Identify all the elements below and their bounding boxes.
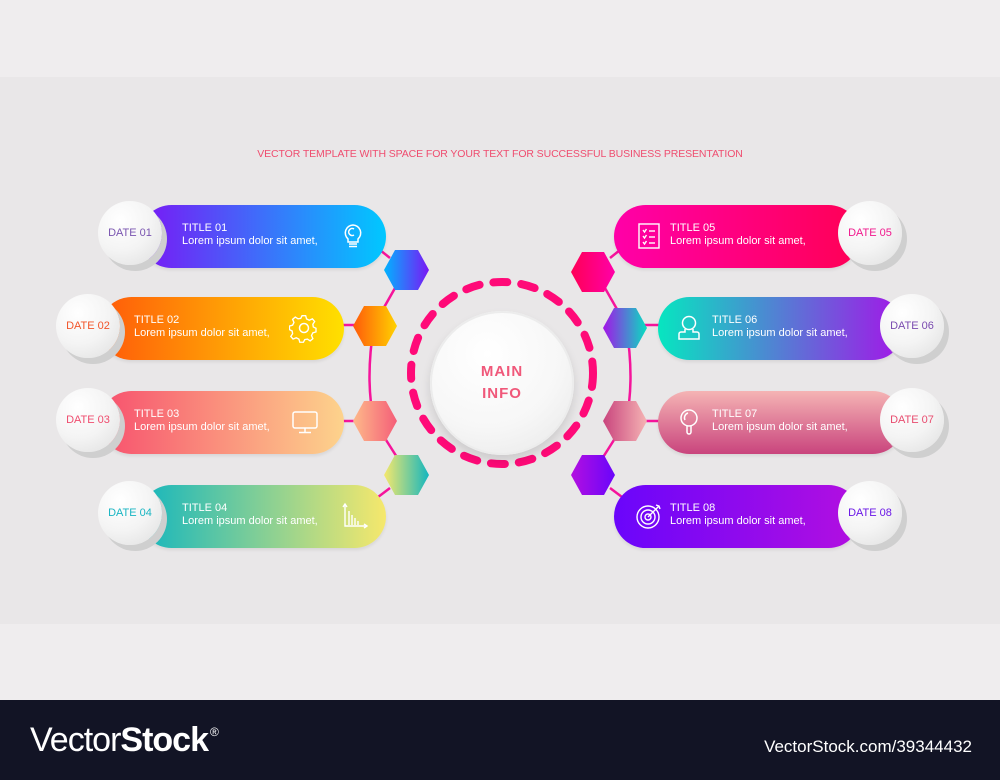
date-label: DATE 06 <box>890 320 934 332</box>
date-label: DATE 05 <box>848 227 892 239</box>
item-card-01: TITLE 01 Lorem ipsum dolor sit amet, <box>140 205 386 268</box>
gear-icon <box>289 315 317 343</box>
item-title: TITLE 05 <box>670 222 716 234</box>
item-card-06: TITLE 06 Lorem ipsum dolor sit amet, <box>658 297 904 360</box>
hexagon-03 <box>353 401 397 441</box>
lightbulb-icon <box>344 224 362 248</box>
stock-id: VectorStock.com/39344432 <box>764 737 972 756</box>
item-desc: Lorem ipsum dolor sit amet, <box>712 421 848 433</box>
target-icon <box>636 504 661 529</box>
date-badge-06: DATE 06 <box>880 294 944 358</box>
brand-bold: Stock <box>120 721 209 759</box>
item-card-07: TITLE 07 Lorem ipsum dolor sit amet, <box>658 391 904 454</box>
item-card-02: TITLE 02 Lorem ipsum dolor sit amet, <box>100 297 344 360</box>
date-label: DATE 01 <box>108 227 152 239</box>
date-label: DATE 02 <box>66 320 110 332</box>
date-badge-04: DATE 04 <box>98 481 162 545</box>
date-badge-07: DATE 07 <box>880 388 944 452</box>
hexagon-02 <box>353 306 397 346</box>
hexagon-05 <box>571 252 615 292</box>
subtitle: VECTOR TEMPLATE WITH SPACE FOR YOUR TEXT… <box>257 148 743 160</box>
item-title: TITLE 01 <box>182 222 228 234</box>
brand-light: Vector <box>30 721 121 759</box>
date-label: DATE 04 <box>108 507 152 519</box>
item-desc: Lorem ipsum dolor sit amet, <box>670 235 806 247</box>
brand-logo: VectorStock® <box>30 721 219 760</box>
item-desc: Lorem ipsum dolor sit amet, <box>134 327 270 339</box>
item-desc: Lorem ipsum dolor sit amet, <box>712 327 848 339</box>
item-desc: Lorem ipsum dolor sit amet, <box>182 515 318 527</box>
date-badge-08: DATE 08 <box>838 481 902 545</box>
checklist-icon <box>638 223 660 249</box>
date-label: DATE 03 <box>66 414 110 426</box>
item-title: TITLE 08 <box>670 502 716 514</box>
item-card-05: TITLE 05 Lorem ipsum dolor sit amet, <box>614 205 860 268</box>
main-info-line1: MAIN <box>480 363 524 380</box>
item-title: TITLE 03 <box>134 408 180 420</box>
item-card-04: TITLE 04 Lorem ipsum dolor sit amet, <box>140 485 386 548</box>
main-info-circle: MAIN INFO <box>430 311 574 455</box>
date-badge-03: DATE 03 <box>56 388 120 452</box>
hexagon-01 <box>384 250 429 290</box>
bar-chart-icon <box>342 502 369 529</box>
item-desc: Lorem ipsum dolor sit amet, <box>182 235 318 247</box>
item-title: TITLE 06 <box>712 314 758 326</box>
item-desc: Lorem ipsum dolor sit amet, <box>134 421 270 433</box>
item-card-08: TITLE 08 Lorem ipsum dolor sit amet, <box>614 485 860 548</box>
dashed-ring <box>407 278 597 468</box>
date-label: DATE 08 <box>848 507 892 519</box>
user-icon <box>678 315 700 340</box>
hexagon-07 <box>603 401 647 441</box>
item-desc: Lorem ipsum dolor sit amet, <box>670 515 806 527</box>
hexagon-04 <box>384 455 429 495</box>
magnifier-icon <box>680 409 698 435</box>
date-badge-02: DATE 02 <box>56 294 120 358</box>
footer-bar: VectorStock® VectorStock.com/39344432 <box>0 700 1000 780</box>
date-badge-01: DATE 01 <box>98 201 162 265</box>
date-badge-05: DATE 05 <box>838 201 902 265</box>
hexagon-08 <box>571 455 615 495</box>
hexagon-06 <box>603 308 647 348</box>
monitor-icon <box>292 411 318 434</box>
item-card-03: TITLE 03 Lorem ipsum dolor sit amet, <box>100 391 344 454</box>
item-title: TITLE 07 <box>712 408 758 420</box>
date-label: DATE 07 <box>890 414 934 426</box>
item-title: TITLE 04 <box>182 502 228 514</box>
registered-mark: ® <box>209 725 219 739</box>
main-info-line2: INFO <box>482 385 522 402</box>
item-title: TITLE 02 <box>134 314 180 326</box>
